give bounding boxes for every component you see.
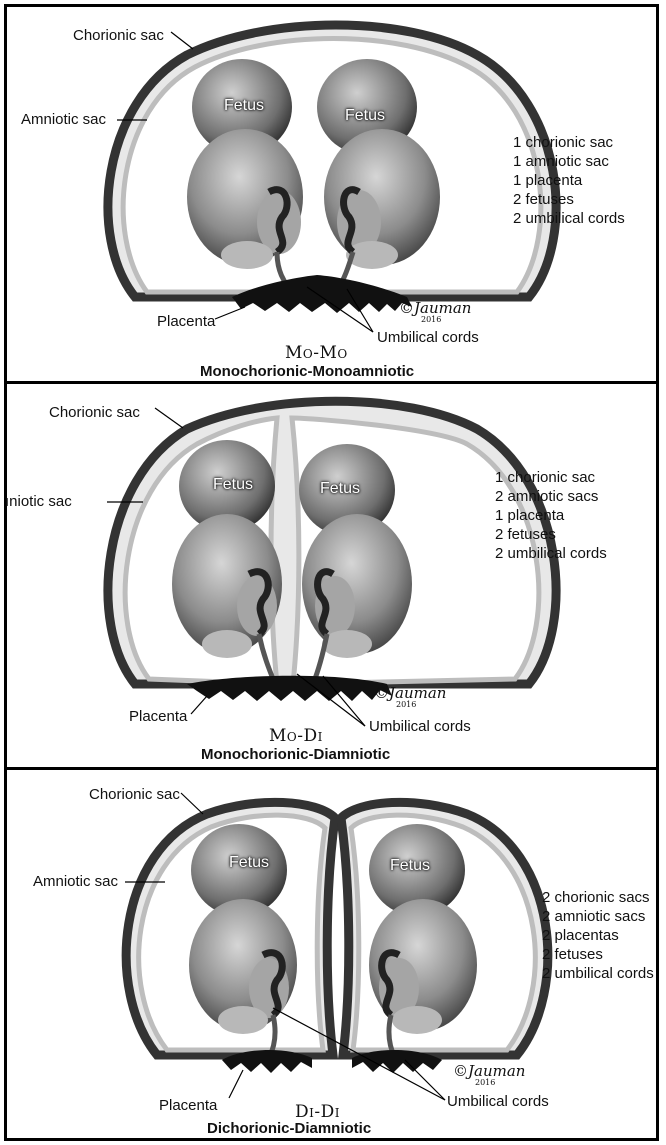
mo-di-facts-list: 1 chorionic sac 2 amniotic sacs 1 placen… xyxy=(495,468,607,563)
placenta-label: Placenta xyxy=(159,1097,217,1115)
placenta-label: Placenta xyxy=(157,313,215,331)
fetus-right-figure xyxy=(369,824,477,1034)
fact-item: 2 fetuses xyxy=(542,945,654,964)
amniotic-sac-label: Amniotic sac xyxy=(33,873,118,891)
mo-mo-facts-list: 1 chorionic sac 1 amniotic sac 1 placent… xyxy=(513,133,625,228)
panel-di-di: Chorionic sac Amniotic sac Fetus Fetus P… xyxy=(7,770,659,1138)
type-code: Mo-Di xyxy=(269,726,323,746)
type-full-name: Dichorionic-Diamniotic xyxy=(207,1120,371,1137)
fact-item: 2 chorionic sacs xyxy=(542,888,654,907)
chorionic-sac-label: Chorionic sac xyxy=(89,786,180,804)
umbilical-cords-label: Umbilical cords xyxy=(369,718,471,736)
fetus-left-figure xyxy=(172,440,282,658)
fact-item: 2 umbilical cords xyxy=(513,209,625,228)
fact-item: 1 placenta xyxy=(495,506,607,525)
panel-mo-mo: Chorionic sac Amniotic sac Fetus Fetus P… xyxy=(7,7,659,381)
fact-item: 2 placentas xyxy=(542,926,654,945)
umbilical-cords-label: Umbilical cords xyxy=(377,329,479,347)
amniotic-sac-label: Amniotic sac xyxy=(21,111,106,129)
fact-item: 2 amniotic sacs xyxy=(542,907,654,926)
chorionic-sac-label: Chorionic sac xyxy=(73,27,164,45)
fact-item: 2 amniotic sacs xyxy=(495,487,607,506)
fact-item: 1 amniotic sac xyxy=(513,152,625,171)
fetus-left-label: Fetus xyxy=(213,476,253,494)
chorionic-sac-label: Chorionic sac xyxy=(49,404,140,422)
placenta-shape xyxy=(187,676,392,701)
amniotic-sac-label: ıniotic sac xyxy=(5,493,72,511)
fetus-left-figure xyxy=(187,59,303,269)
placenta-label: Placenta xyxy=(129,708,187,726)
fact-item: 2 fetuses xyxy=(495,525,607,544)
fact-item: 1 chorionic sac xyxy=(513,133,625,152)
fetus-right-label: Fetus xyxy=(345,107,385,125)
type-full-name: Monochorionic-Monoamniotic xyxy=(200,363,414,380)
type-full-name: Monochorionic-Diamniotic xyxy=(201,746,390,763)
fact-item: 2 umbilical cords xyxy=(542,964,654,983)
fetus-right-label: Fetus xyxy=(320,480,360,498)
type-code: Di-Di xyxy=(295,1102,340,1122)
fact-item: 2 fetuses xyxy=(513,190,625,209)
type-code: Mo-Mo xyxy=(285,343,348,363)
fetus-right-label: Fetus xyxy=(390,857,430,875)
fact-item: 2 umbilical cords xyxy=(495,544,607,563)
di-di-facts-list: 2 chorionic sacs 2 amniotic sacs 2 place… xyxy=(542,888,654,983)
fact-item: 1 chorionic sac xyxy=(495,468,607,487)
panel-mo-di: Chorionic sac ıniotic sac Fetus Fetus Pl… xyxy=(7,384,659,767)
fact-item: 1 placenta xyxy=(513,171,625,190)
umbilical-cords-label: Umbilical cords xyxy=(447,1093,549,1111)
fetus-left-label: Fetus xyxy=(224,97,264,115)
mo-di-illustration xyxy=(7,384,659,767)
fetus-left-label: Fetus xyxy=(229,854,269,872)
